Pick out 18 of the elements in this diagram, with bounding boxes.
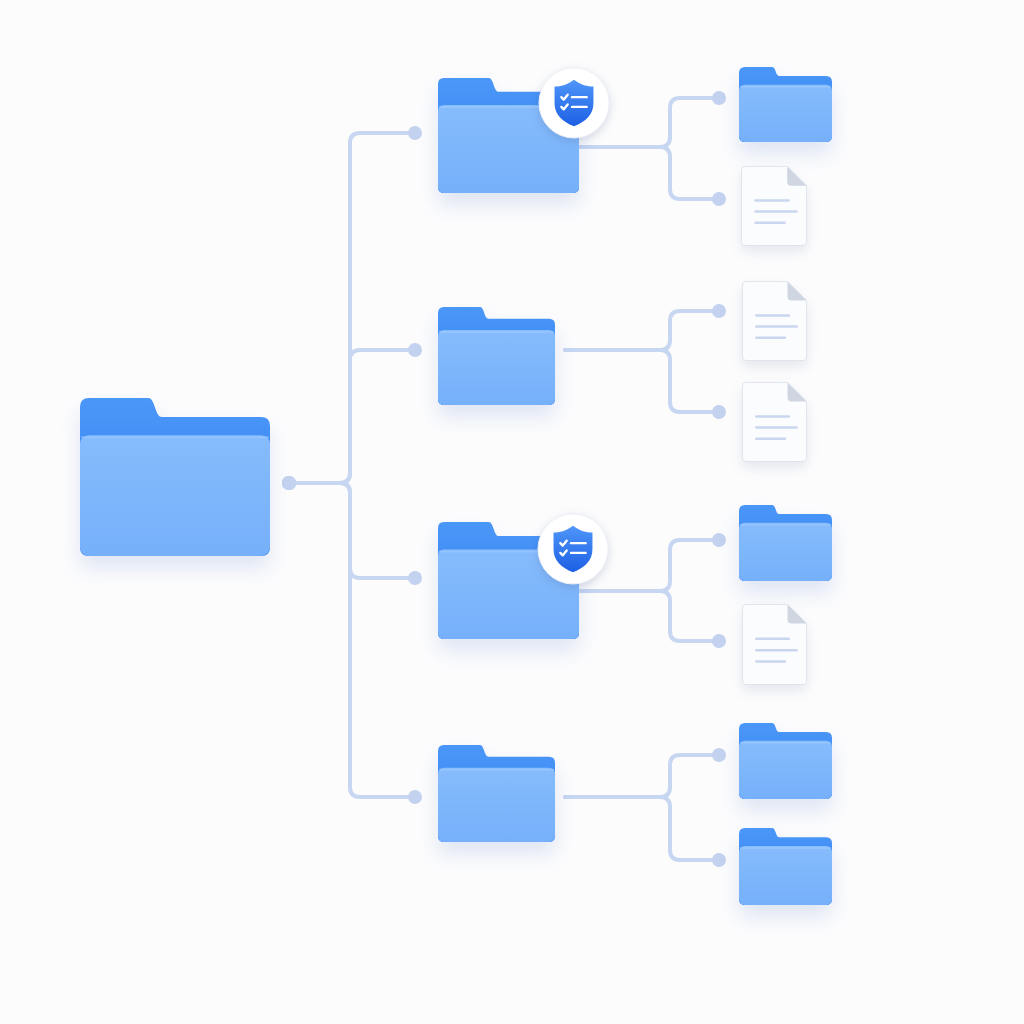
- shield-badge-icon: [537, 513, 609, 585]
- folder-icon: [739, 67, 832, 142]
- folder-icon: [739, 828, 832, 905]
- document-icon: [742, 281, 807, 361]
- connector-line: [563, 348, 726, 419]
- folder-icon: [438, 307, 555, 405]
- folder-icon: [739, 505, 832, 581]
- connector-line: [282, 476, 422, 804]
- document-icon: [741, 166, 807, 246]
- connector-line: [577, 589, 726, 648]
- document-icon: [742, 604, 807, 685]
- shield-badge-icon: [538, 67, 610, 139]
- folder-icon: [80, 398, 270, 556]
- folder-icon: [438, 745, 555, 842]
- folder-icon: [739, 723, 832, 799]
- connector-line: [563, 795, 726, 867]
- document-icon: [742, 382, 807, 462]
- connector-line: [577, 145, 726, 206]
